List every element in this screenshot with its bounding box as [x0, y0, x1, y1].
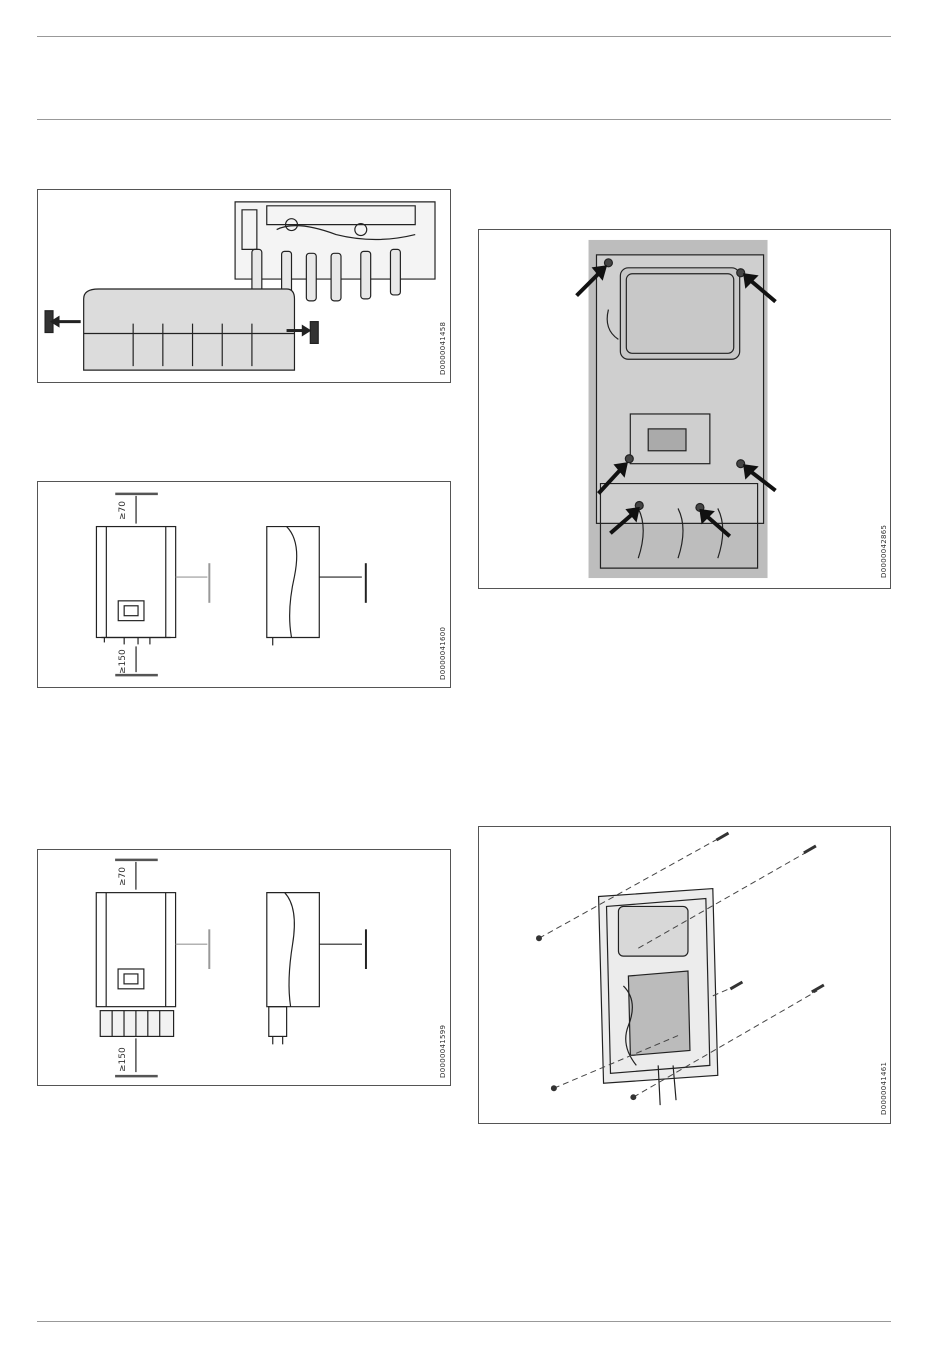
footer-rule — [37, 1321, 891, 1322]
figure-code: D0000042865 — [880, 525, 888, 578]
figure-clearances-2-illustration — [38, 850, 450, 1085]
header-rule-bottom — [37, 119, 891, 120]
figure-code: D0000041600 — [439, 627, 447, 680]
figure-clearances-1-illustration — [38, 482, 450, 687]
figure-code: D0000041461 — [880, 1062, 888, 1115]
figure-connection-cover-illustration — [38, 190, 450, 382]
figure-connection-cover: D0000041458 — [37, 189, 451, 383]
clearance-bottom-label: ≥150 — [118, 1047, 128, 1072]
figure-mounting-screws-illustration — [479, 230, 890, 588]
figure-clearances-2: ≥70 ≥150 D0000041599 — [37, 849, 451, 1086]
figure-unit-mounting-illustration — [479, 827, 890, 1123]
figure-code: D0000041599 — [439, 1025, 447, 1078]
clearance-bottom-label: ≥150 — [118, 649, 128, 674]
figure-code: D0000041458 — [439, 322, 447, 375]
header-rule-top — [37, 36, 891, 37]
figure-mounting-screws: D0000042865 — [478, 229, 891, 589]
figure-unit-mounting: D0000041461 — [478, 826, 891, 1124]
figure-clearances-1: ≥70 ≥150 D0000041600 — [37, 481, 451, 688]
clearance-top-label: ≥70 — [118, 867, 128, 886]
clearance-top-label: ≥70 — [118, 501, 128, 520]
